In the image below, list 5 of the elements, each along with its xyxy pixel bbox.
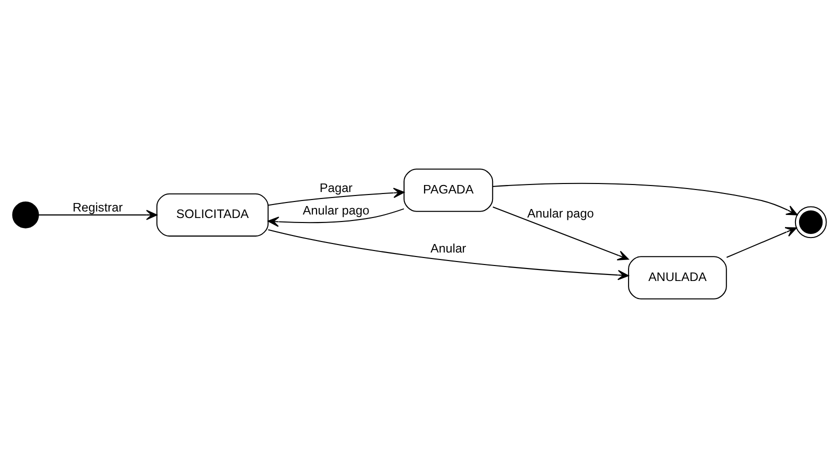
edge-label: Anular pago <box>302 204 370 218</box>
edge-label: Anular <box>430 242 466 256</box>
edge-label: Registrar <box>72 200 123 214</box>
edge-label: Pagar <box>320 180 353 195</box>
edge-label: Anular pago <box>527 206 594 221</box>
